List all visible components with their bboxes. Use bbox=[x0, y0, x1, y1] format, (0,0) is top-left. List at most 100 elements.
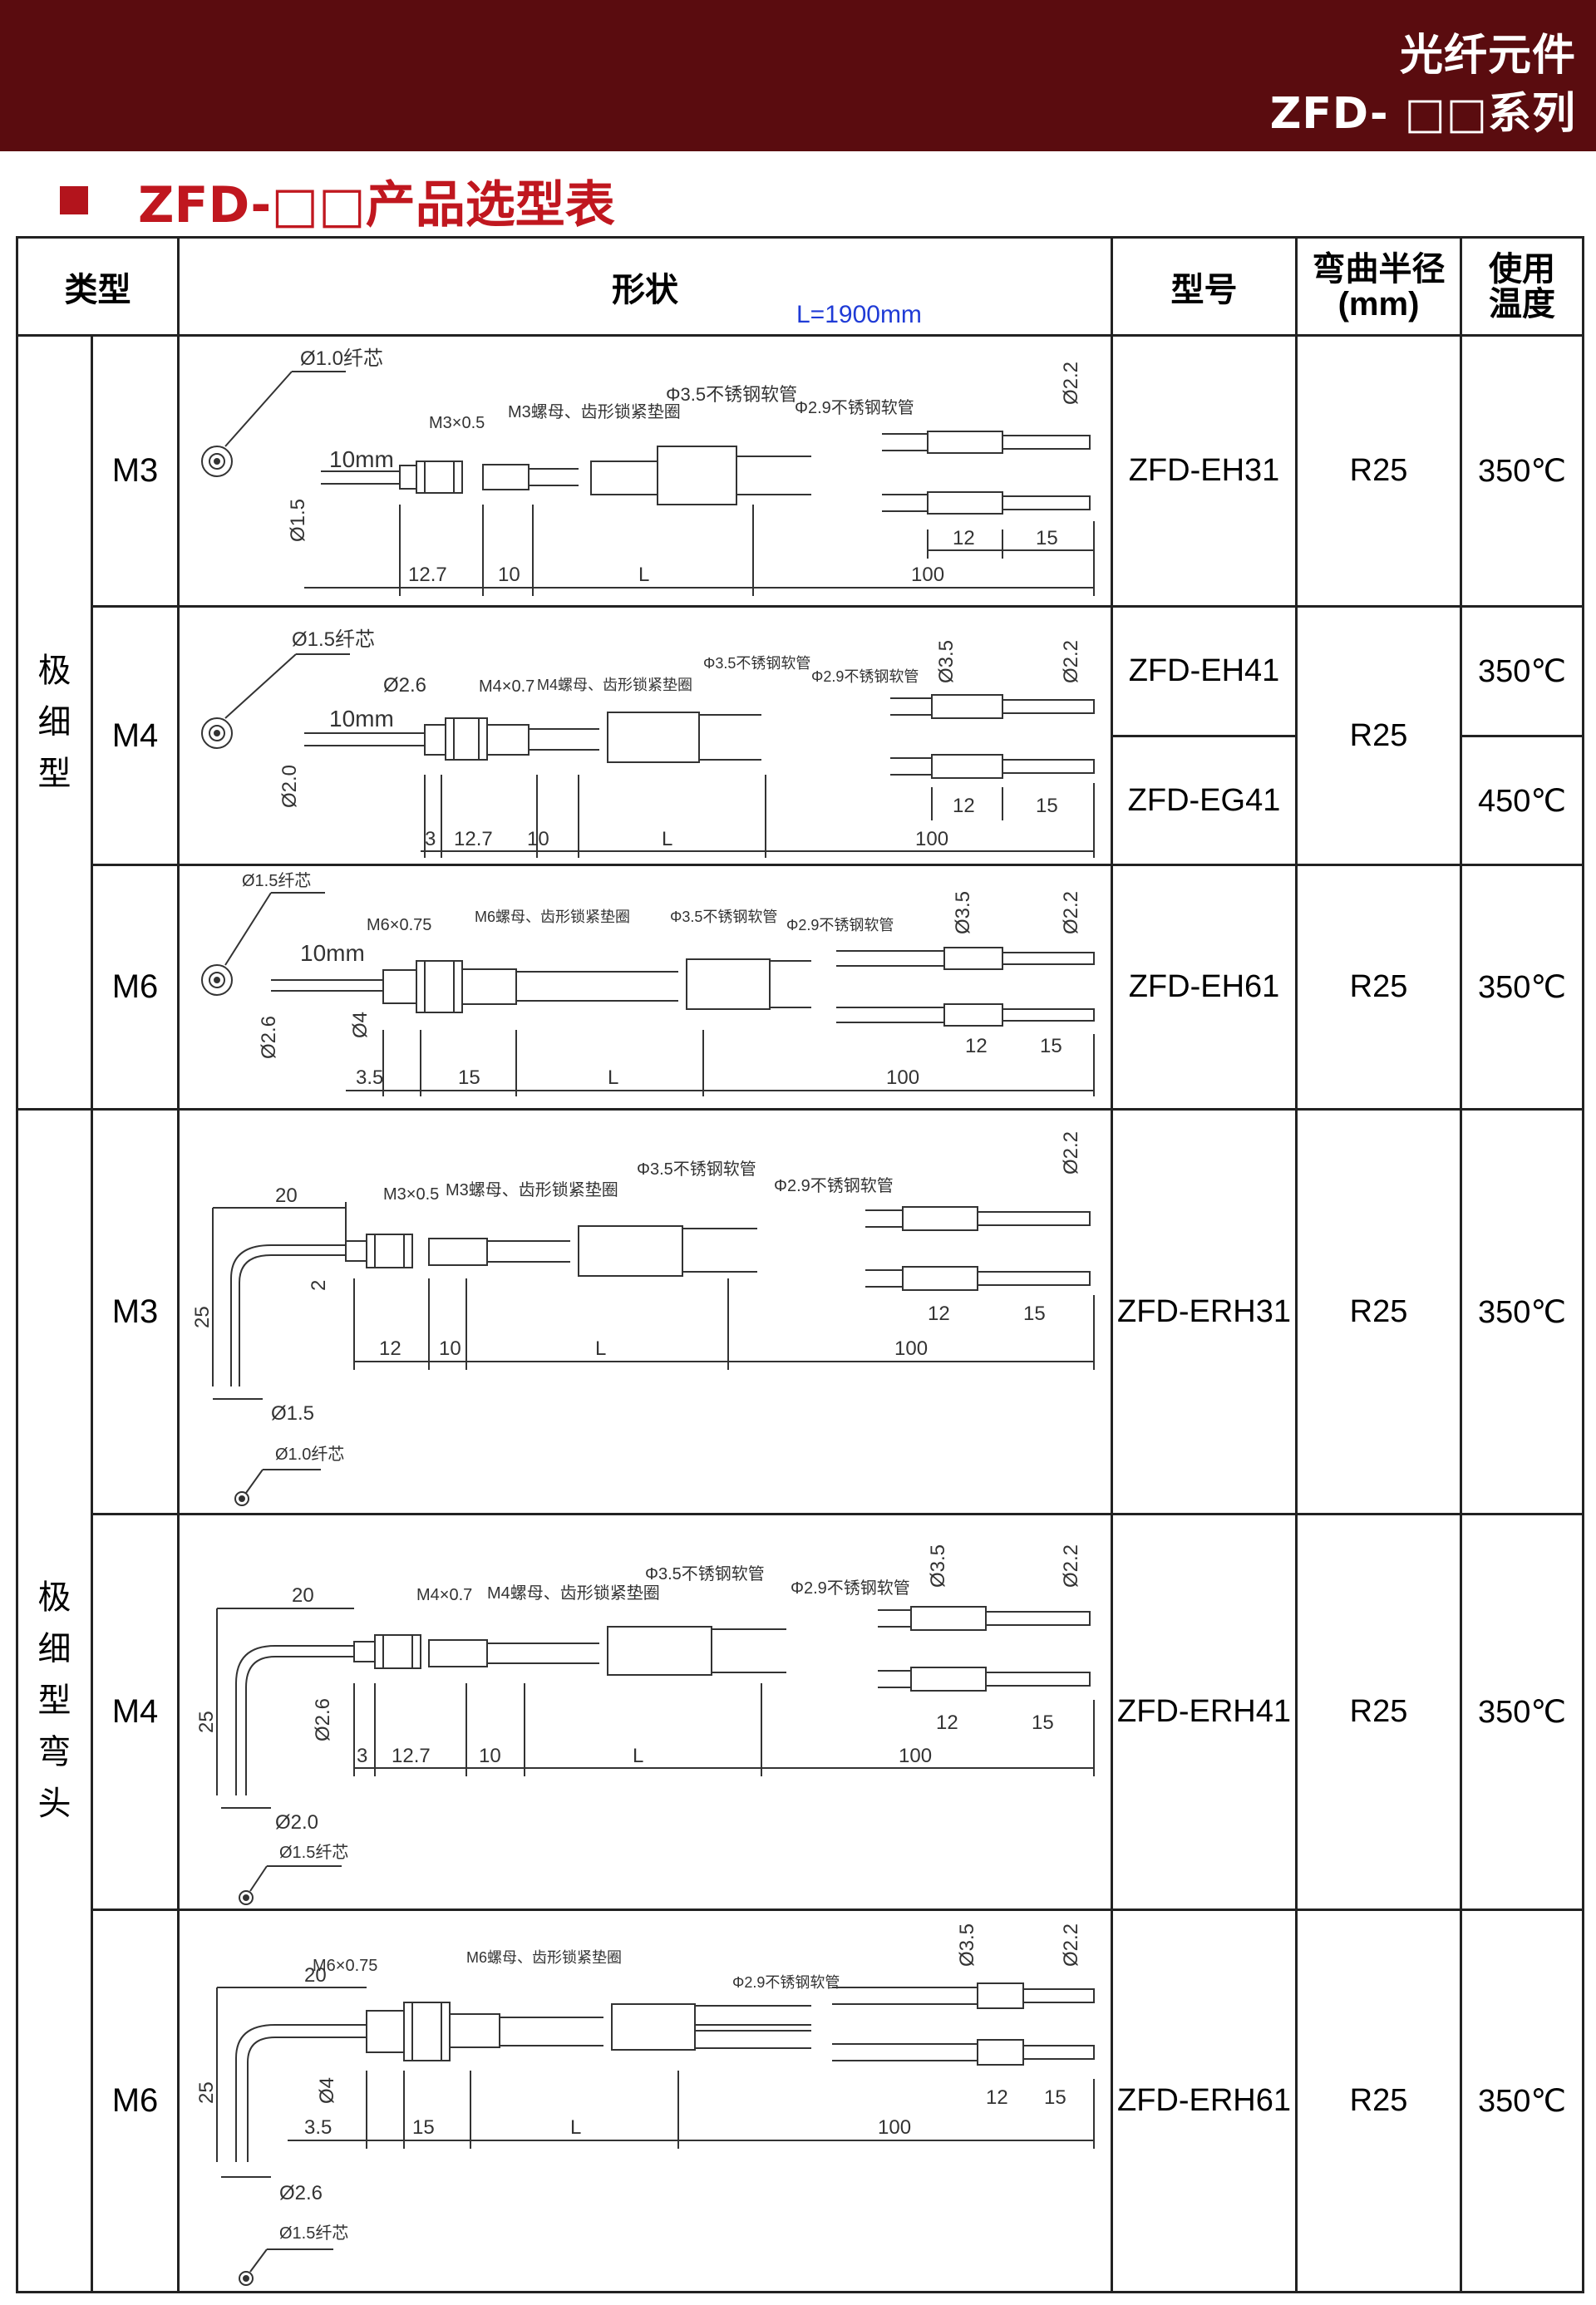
temp-cell: 350℃ bbox=[1460, 605, 1584, 737]
table-row: M6 bbox=[17, 1909, 1584, 2293]
dim-label: 3 bbox=[357, 1745, 367, 1767]
nut-label: M6螺母、齿形锁紧垫圈 bbox=[475, 909, 630, 925]
temp-cell: 450℃ bbox=[1460, 735, 1584, 866]
thread-label: M6×0.75 bbox=[313, 1957, 377, 1975]
bend-width-label: 20 bbox=[304, 1964, 327, 1987]
dim-label: 3 bbox=[425, 828, 436, 850]
radius-cell: R25 bbox=[1295, 334, 1462, 608]
nut-label: M3螺母、齿形锁紧垫圈 bbox=[508, 402, 681, 421]
dim-label: 10 bbox=[498, 564, 520, 586]
tip-label: 10mm bbox=[300, 940, 365, 966]
dim-label: 12.7 bbox=[408, 564, 447, 586]
probe-dia-label: Ø2.0 bbox=[275, 1811, 318, 1834]
table-row: M4 bbox=[17, 605, 1584, 866]
fiber-dia-label: Ø1.5纤芯 bbox=[242, 871, 311, 890]
tube-label: Φ3.5不锈钢软管 bbox=[637, 1160, 756, 1179]
fiber-dia-label: Ø1.0纤芯 bbox=[275, 1445, 344, 1464]
nut-label: M6螺母、齿形锁紧垫圈 bbox=[466, 1949, 622, 1966]
end-dia-label: Ø2.2 bbox=[1060, 890, 1082, 933]
tube2-label: Φ2.9不锈钢软管 bbox=[791, 1579, 910, 1598]
radius-cell: R25 bbox=[1295, 605, 1462, 866]
bend-width-label: 20 bbox=[275, 1185, 298, 1207]
dim-label: 3.5 bbox=[356, 1066, 383, 1089]
drawing-cell: 20 25 Ø4 Ø2.6 Ø1.5纤芯 M6×0.75 M6螺母、齿形锁紧垫圈… bbox=[177, 1909, 1113, 2293]
dim-label: 3.5 bbox=[304, 2116, 332, 2139]
dim-label: 15 bbox=[1036, 795, 1058, 817]
drawing-cell: Ø1.0纤芯 10mm M3×0.5 M3螺母、齿形锁紧垫圈 Φ3.5不锈钢软管… bbox=[177, 334, 1113, 608]
temp-cell: 350℃ bbox=[1460, 864, 1584, 1111]
model-cell: ZFD-EH41 bbox=[1111, 605, 1298, 737]
dim-label: L bbox=[595, 1337, 606, 1360]
tip-label: 10mm bbox=[329, 706, 394, 731]
end-dia-label: Ø2.2 bbox=[1060, 361, 1082, 404]
section-heading: ZFD-□□产品选型表 bbox=[60, 163, 615, 238]
dim-label: 12 bbox=[379, 1337, 401, 1360]
fiber-dia-label: Ø1.0纤芯 bbox=[300, 347, 383, 370]
tube2-label: Φ2.9不锈钢软管 bbox=[795, 398, 914, 417]
end-dia1-label: Ø3.5 bbox=[927, 1544, 949, 1587]
end-dia1-label: Ø3.5 bbox=[952, 890, 974, 933]
header-bar: 光纤元件 ZFD- □□系列 bbox=[0, 0, 1596, 151]
probe-dia-label: Ø1.5 bbox=[287, 498, 309, 541]
dim-label: 15 bbox=[1036, 527, 1058, 549]
model-cell: ZFD-ERH31 bbox=[1111, 1108, 1298, 1515]
sleeve-label: Ø4 bbox=[316, 2076, 338, 2103]
selection-table: 类型 形状 型号 弯曲半径 (mm) 使用 温度 极 细 型 M3 bbox=[16, 236, 1584, 2293]
dim-label: 12 bbox=[986, 2086, 1008, 2109]
size-cell: M6 bbox=[91, 864, 180, 1111]
dim-label: 100 bbox=[878, 2116, 911, 2139]
dim-label: L bbox=[662, 828, 672, 850]
radius-cell: R25 bbox=[1295, 864, 1462, 1111]
fiber-dia-label: Ø1.5纤芯 bbox=[292, 628, 375, 651]
bullet-square-icon bbox=[60, 186, 88, 214]
radius-cell: R25 bbox=[1295, 1909, 1462, 2293]
end-dia-label: Ø2.2 bbox=[1060, 1130, 1082, 1174]
tube2-label: Φ2.9不锈钢软管 bbox=[732, 1974, 840, 1991]
end-dia-label: Ø2.2 bbox=[1060, 1923, 1082, 1966]
dim-label: L bbox=[633, 1745, 643, 1767]
bend-width-label: 20 bbox=[292, 1584, 314, 1607]
dim-label: 12.7 bbox=[454, 828, 493, 850]
nut-label: M4螺母、齿形锁紧垫圈 bbox=[537, 677, 692, 693]
thread-label: M3×0.5 bbox=[429, 414, 485, 432]
dim-label: 10 bbox=[479, 1745, 501, 1767]
probe-dia-label: Ø2.6 bbox=[279, 2182, 323, 2204]
tube2-label: Φ2.9不锈钢软管 bbox=[786, 917, 894, 933]
header-title: 光纤元件 bbox=[1399, 31, 1576, 81]
end-dia-label: Ø2.2 bbox=[1060, 640, 1082, 683]
dim-label: 100 bbox=[911, 564, 944, 586]
gap-label: 2 bbox=[308, 1279, 330, 1290]
thread-label: M3×0.5 bbox=[383, 1185, 439, 1204]
temp-cell: 350℃ bbox=[1460, 1909, 1584, 2293]
table-row: M6 bbox=[17, 864, 1584, 1111]
sleeve-label: Ø2.6 bbox=[383, 674, 426, 697]
dim-label: 100 bbox=[899, 1745, 932, 1767]
table-header-row: 类型 形状 型号 弯曲半径 (mm) 使用 温度 bbox=[16, 236, 1584, 337]
dim-label: 100 bbox=[886, 1066, 919, 1089]
col-type: 类型 bbox=[16, 236, 180, 337]
temp-cell: 350℃ bbox=[1460, 1513, 1584, 1911]
temp-cell: 350℃ bbox=[1460, 1108, 1584, 1515]
category-cell: 极 细 型 bbox=[16, 334, 93, 1111]
dim-label: 10 bbox=[439, 1337, 461, 1360]
tube-label: Φ3.5不锈钢软管 bbox=[703, 655, 810, 672]
size-cell: M3 bbox=[91, 334, 180, 608]
model-cell: ZFD-ERH61 bbox=[1111, 1909, 1298, 2293]
table-row: ZFD-EG41 450℃ bbox=[17, 735, 1584, 866]
table-row: M4 bbox=[17, 1513, 1584, 1911]
dim-label: 12 bbox=[953, 527, 975, 549]
fiber-dia-label: Ø1.5纤芯 bbox=[279, 1843, 348, 1862]
dim-label: 12 bbox=[928, 1303, 950, 1325]
dim-label: L bbox=[638, 564, 649, 586]
bend-height-label: 25 bbox=[195, 1711, 218, 1733]
end-dia1-label: Ø3.5 bbox=[956, 1923, 978, 1966]
thread-label: M4×0.7 bbox=[479, 677, 534, 696]
header-series: ZFD- □□系列 bbox=[1269, 89, 1576, 139]
radius-cell: R25 bbox=[1295, 1513, 1462, 1911]
bend-height-label: 25 bbox=[195, 2081, 218, 2104]
size-cell: M6 bbox=[91, 1909, 180, 2293]
dim-label: 12 bbox=[936, 1712, 958, 1734]
drawing-cell: 20 25 2 Ø1.5 Ø1.0纤芯 M3×0.5 M3螺母、齿形锁紧垫圈 Φ… bbox=[177, 1108, 1113, 1515]
col-radius: 弯曲半径 (mm) bbox=[1295, 236, 1462, 337]
sleeve-label: Ø4 bbox=[349, 1011, 372, 1037]
